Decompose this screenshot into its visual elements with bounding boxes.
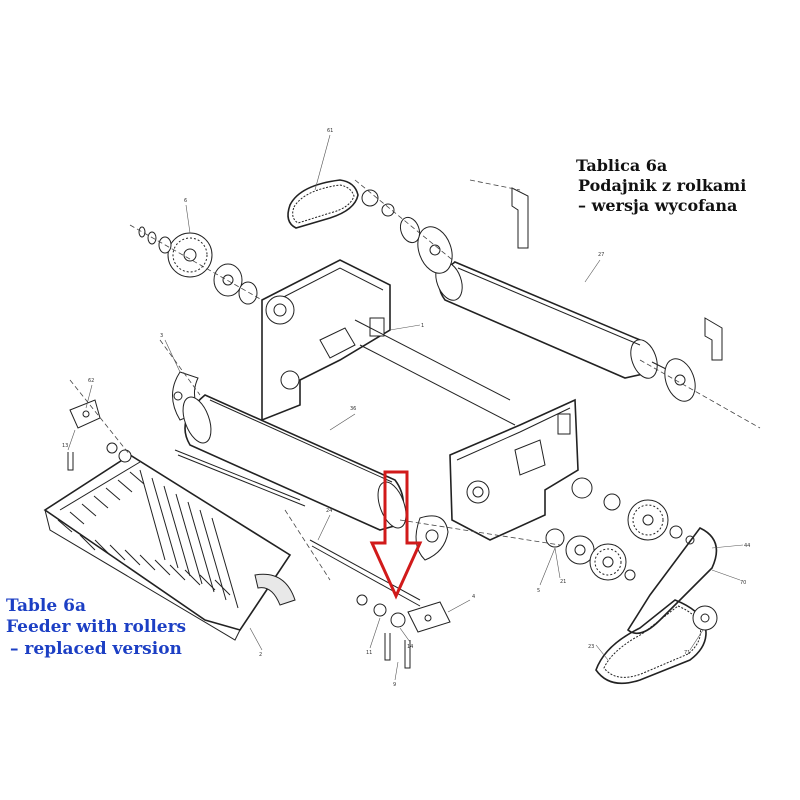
callout-71: 71 [684, 650, 690, 656]
callout-27: 27 [598, 252, 604, 258]
right-sprocket-stack [571, 477, 695, 545]
middle-sprockets [545, 528, 636, 581]
callout-5: 5 [537, 588, 540, 594]
left-sprocket-stack [138, 226, 258, 305]
callout-4: 4 [472, 594, 475, 600]
front-roller [182, 394, 407, 531]
left-small-bracket [67, 399, 132, 471]
callout-23: 23 [588, 644, 594, 650]
polish-caption-line3: – wersja wycofana [578, 196, 738, 215]
callout-3: 3 [160, 333, 163, 339]
callout-14: 14 [407, 644, 413, 650]
english-caption-line2: Feeder with rollers [6, 617, 187, 638]
english-caption-line1: Table 6a [6, 596, 86, 616]
callout-70: 70 [740, 580, 746, 586]
callout-36: 36 [350, 406, 356, 412]
front-roller-end-disc [415, 515, 449, 561]
polish-caption-line2: Podajnik z rolkami [578, 176, 747, 195]
highlight-arrow [369, 470, 423, 600]
leader-lines [67, 134, 744, 681]
english-caption: Table 6a Feeder with rollers – replaced … [6, 596, 186, 660]
callout-61: 61 [327, 128, 333, 134]
bottom-parts-cluster [356, 594, 451, 669]
top-chain [287, 179, 395, 229]
upper-left-disc [399, 216, 453, 274]
polish-caption-line1: Tablica 6a [576, 156, 668, 175]
callout-6: 6 [184, 198, 187, 204]
callout-1: 1 [421, 323, 424, 329]
english-caption-line3: – replaced version [10, 638, 182, 659]
callout-13: 13 [62, 443, 68, 449]
feeder-rake [43, 454, 296, 641]
callout-numbers: 27 36 44 70 71 23 3 1 2 21 9 24 14 11 6 … [62, 128, 750, 688]
right-bracket [511, 187, 723, 361]
connecting-shafts [174, 319, 516, 607]
centerlines [69, 179, 761, 581]
callout-24: 24 [326, 508, 332, 514]
left-frame-plate [261, 259, 391, 422]
upper-roller-end-disc [664, 358, 696, 402]
callout-21: 21 [560, 579, 566, 585]
polish-caption: Tablica 6a Podajnik z rolkami – wersja w… [576, 156, 746, 216]
callout-11: 11 [366, 650, 372, 656]
callout-2: 2 [259, 652, 262, 658]
upper-roller [435, 261, 669, 379]
right-frame-plate [449, 398, 579, 541]
callout-44: 44 [744, 543, 750, 549]
callout-9: 9 [393, 682, 396, 688]
right-chain-loop [595, 526, 718, 685]
callout-62: 62 [88, 378, 94, 384]
